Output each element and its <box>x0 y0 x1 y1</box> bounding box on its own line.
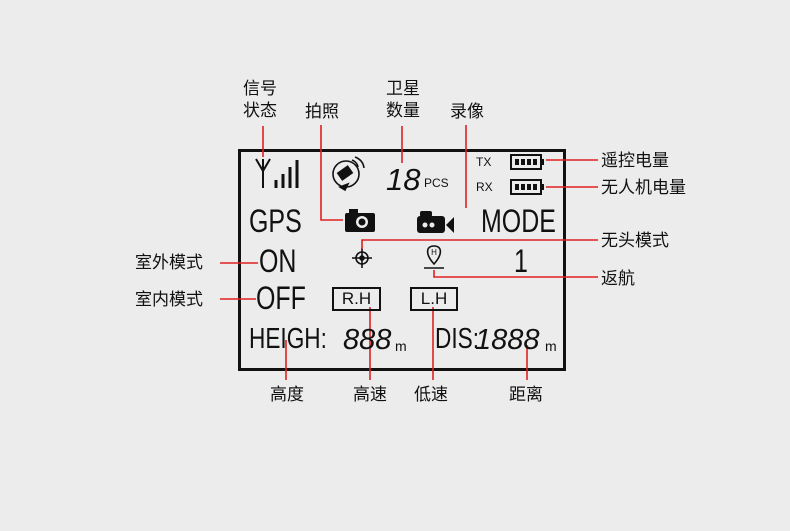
mode-label: MODE <box>481 203 556 239</box>
return-home-icon: H <box>424 245 444 269</box>
tx-label: TX <box>476 155 492 169</box>
label-return-home: 返航 <box>601 269 635 289</box>
outdoor-on-label: ON <box>259 243 297 279</box>
label-remote-battery: 遥控电量 <box>601 151 669 171</box>
rx-label: RX <box>476 180 493 194</box>
label-outdoor-mode: 室外模式 <box>135 253 203 273</box>
distance-value: 1888 <box>475 324 540 356</box>
label-headless-mode: 无头模式 <box>601 231 669 251</box>
label-indoor-mode: 室内模式 <box>135 290 203 310</box>
video-camera-icon <box>417 211 454 233</box>
distance-unit: m <box>545 338 557 354</box>
signal-bars-icon <box>255 158 299 188</box>
label-distance: 距离 <box>509 385 543 405</box>
camera-icon <box>345 209 375 232</box>
label-satellite-count: 卫星 数量 <box>386 79 420 121</box>
indoor-off-label: OFF <box>256 280 306 316</box>
height-label: HEIGH: <box>249 323 327 355</box>
height-value: 888 <box>343 324 392 356</box>
headless-icon <box>352 248 372 268</box>
battery-icon <box>510 179 544 195</box>
label-low-speed: 低速 <box>414 385 448 405</box>
satellite-icon <box>332 156 365 192</box>
label-drone-battery: 无人机电量 <box>601 178 686 198</box>
svg-text:H: H <box>431 248 437 257</box>
distance-label: DIS: <box>435 323 479 355</box>
label-signal-status: 信号 状态 <box>243 79 277 121</box>
height-unit: m <box>395 338 407 354</box>
satellite-unit: PCS <box>424 176 449 190</box>
low-speed-box: L.H <box>410 287 458 311</box>
label-height: 高度 <box>270 385 304 405</box>
high-speed-box: R.H <box>332 287 381 311</box>
leader-lines <box>220 125 598 380</box>
satellite-count-value: 18 <box>386 162 421 197</box>
mode-value: 1 <box>514 243 528 279</box>
label-high-speed: 高速 <box>353 385 387 405</box>
label-record: 录像 <box>450 102 484 122</box>
gps-label: GPS <box>249 203 302 239</box>
battery-icon <box>510 154 544 170</box>
label-photo: 拍照 <box>305 102 339 122</box>
